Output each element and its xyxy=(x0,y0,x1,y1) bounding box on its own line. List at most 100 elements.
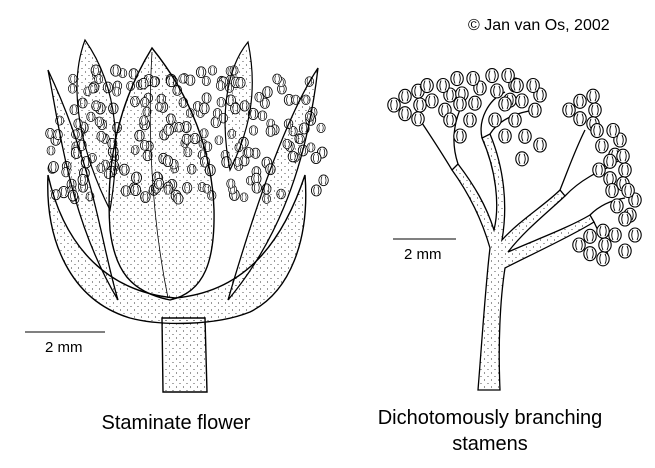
anther-icon xyxy=(596,251,610,267)
anther-icon xyxy=(443,112,457,128)
anther-icon xyxy=(306,142,316,153)
anther-icon xyxy=(48,161,59,173)
anther-icon xyxy=(178,73,188,84)
anther-icon xyxy=(450,71,464,87)
anther-icon xyxy=(628,227,642,243)
anther-icon xyxy=(526,77,540,94)
anther-icon xyxy=(618,162,632,178)
anther-icon xyxy=(510,78,524,94)
copyright-notice: © Jan van Os, 2002 xyxy=(468,17,610,34)
anther-icon xyxy=(453,96,467,112)
anther-icon xyxy=(243,147,254,158)
central-bract-midrib xyxy=(149,51,169,299)
anther-icon xyxy=(508,112,522,128)
anther-icon xyxy=(596,223,610,239)
anther-icon xyxy=(257,110,268,121)
anther-icon xyxy=(420,78,434,94)
staminate-flower-drawing xyxy=(45,38,329,393)
anther-icon xyxy=(254,91,264,103)
anther-icon xyxy=(592,162,606,178)
anther-icon xyxy=(573,93,587,109)
anther-icon xyxy=(466,70,480,87)
anther-icon xyxy=(199,102,210,115)
right-caption-line1: Dichotomously branching xyxy=(377,407,603,429)
anther-icon xyxy=(610,198,624,214)
anther-icon xyxy=(618,211,632,227)
anther-icon xyxy=(498,96,512,112)
left-scale-label: 2 mm xyxy=(45,339,83,356)
left-outer-bract xyxy=(47,69,119,301)
anther-icon xyxy=(515,93,529,109)
anther-icon xyxy=(112,86,122,97)
left-caption: Staminate flower xyxy=(101,412,251,434)
flower-stalk xyxy=(161,317,208,393)
right-caption-line2: stamens xyxy=(452,433,528,455)
stamen-stalk xyxy=(451,133,595,391)
anther-icon xyxy=(583,246,597,262)
anther-icon xyxy=(598,237,612,253)
anther-icon xyxy=(595,138,609,154)
anther-icon xyxy=(185,74,196,86)
anther-icon xyxy=(248,125,259,136)
anther-icon xyxy=(68,73,78,84)
anther-icon xyxy=(272,73,282,85)
anther-icon xyxy=(572,237,586,253)
anther-icon xyxy=(262,86,273,98)
anther-icon xyxy=(533,137,547,153)
anther-icon xyxy=(216,97,226,108)
anther-icon xyxy=(208,65,218,76)
anther-icon xyxy=(606,122,620,139)
anther-icon xyxy=(583,228,597,244)
anther-icon xyxy=(586,88,600,104)
anther-icon xyxy=(490,83,504,99)
central-bract xyxy=(108,46,215,301)
anther-icon xyxy=(518,128,532,144)
anther-icon xyxy=(413,97,427,113)
anther-icon xyxy=(573,111,587,127)
anther-icon xyxy=(201,76,211,87)
anther-icon xyxy=(251,182,262,194)
anther-icon xyxy=(425,93,439,109)
anther-icon xyxy=(515,151,529,167)
anther-icon xyxy=(265,125,276,137)
anther-icon xyxy=(498,128,512,144)
anther-icon xyxy=(387,97,401,113)
anther-icon xyxy=(310,151,322,165)
branching-stamens-drawing xyxy=(387,67,642,391)
anther-icon xyxy=(195,66,207,79)
anther-icon xyxy=(398,88,412,104)
anther-icon xyxy=(590,123,604,139)
anther-icon xyxy=(468,95,482,111)
anther-icon xyxy=(239,192,249,202)
anther-icon xyxy=(201,92,212,104)
right-back-bract xyxy=(224,40,253,172)
anther-icon xyxy=(621,182,635,199)
anther-icon xyxy=(453,128,467,144)
anther-icon xyxy=(588,102,602,118)
anther-icon xyxy=(214,135,224,146)
anther-icon xyxy=(603,153,617,169)
anther-icon xyxy=(316,122,326,133)
anther-icon xyxy=(605,183,619,199)
anther-icon xyxy=(110,64,122,77)
anther-icon xyxy=(618,243,632,259)
right-scale-label: 2 mm xyxy=(404,246,442,263)
anther-icon xyxy=(463,112,477,128)
anther-icon xyxy=(226,178,236,189)
right-caption: Dichotomously branching stamens xyxy=(340,405,640,457)
anther-icon xyxy=(310,184,322,197)
anther-icon xyxy=(562,102,576,118)
anther-icon xyxy=(485,68,499,84)
anther-icon xyxy=(411,111,425,127)
anther-icon xyxy=(608,227,622,243)
anther-icon xyxy=(215,80,226,91)
anther-icon xyxy=(528,102,542,118)
anther-icon xyxy=(436,77,450,94)
anther-icon xyxy=(45,127,55,139)
anther-icon xyxy=(616,148,630,164)
anther-icon xyxy=(398,106,412,122)
anther-icon xyxy=(318,174,329,187)
anther-icon xyxy=(488,112,502,128)
right-outer-bract xyxy=(227,67,319,301)
